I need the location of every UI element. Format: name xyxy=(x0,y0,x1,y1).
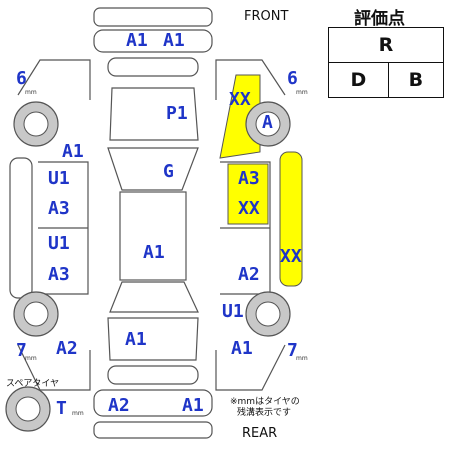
damage-left-front-door-upper: U1 xyxy=(48,168,70,189)
front-left-corner xyxy=(17,59,91,100)
damage-left-front-fender: A1 xyxy=(62,141,84,162)
damage-right-rocker: XX xyxy=(280,246,302,267)
overall-grade: R xyxy=(328,27,444,63)
spare-tire-label: スペアタイヤ xyxy=(6,379,60,389)
tread-unit: mm xyxy=(25,355,37,362)
damage-right-rear-door: A2 xyxy=(238,264,260,285)
damage-left-rear-door-upper: U1 xyxy=(48,233,70,254)
front-bumper-top xyxy=(93,7,213,27)
damage-right-rear-fender-upper: U1 xyxy=(222,301,244,322)
interior-grade: D xyxy=(328,62,389,98)
rear-window-outline xyxy=(109,281,199,313)
tread-rear-right: 7 xyxy=(287,340,298,361)
damage-trunk: A1 xyxy=(125,329,147,350)
tread-front-left: 6 xyxy=(16,68,27,89)
front-right-corner xyxy=(215,59,286,100)
roof-outline xyxy=(119,191,187,281)
damage-windshield-right: XX xyxy=(229,89,251,110)
damage-hood: P1 xyxy=(166,103,188,124)
damage-roof: A1 xyxy=(143,242,165,263)
rear-left-corner xyxy=(17,344,91,391)
front-label: FRONT xyxy=(244,9,289,24)
damage-rear-bumper-right: A1 xyxy=(182,395,204,416)
hood-outline xyxy=(109,87,199,141)
damage-right-front-door-upper: A3 xyxy=(238,168,260,189)
damage-right-front-door-lower: XX xyxy=(238,198,260,219)
tread-unit: mm xyxy=(296,355,308,362)
spare-tire-value: T xyxy=(56,398,67,419)
note-line-1: ※mmはタイヤの xyxy=(230,397,300,407)
front-bumper-face xyxy=(93,29,213,53)
rear-label: REAR xyxy=(242,426,278,441)
damage-left-rear-fender: A2 xyxy=(56,338,78,359)
rear-bumper-bottom xyxy=(93,421,213,439)
tread-unit: mm xyxy=(296,89,308,96)
left-rocker-outline xyxy=(9,157,33,299)
grade-title: 評価点 xyxy=(354,9,405,29)
exterior-grade: B xyxy=(387,62,445,98)
damage-front-bumper-left: A1 xyxy=(126,30,148,51)
damage-right-rear-fender: A1 xyxy=(231,338,253,359)
damage-left-rear-door-lower: A3 xyxy=(48,264,70,285)
right-rocker-highlight xyxy=(279,151,303,287)
grade-table: R D B xyxy=(328,27,445,98)
tread-unit: mm xyxy=(72,410,84,417)
windshield-outline xyxy=(107,147,199,191)
damage-right-front-fender: A xyxy=(262,112,273,133)
damage-rear-bumper-left: A2 xyxy=(108,395,130,416)
note-line-2: 残溝表示です xyxy=(237,408,292,418)
rear-panel xyxy=(107,365,199,385)
front-grille xyxy=(107,57,199,77)
damage-roof-front: G xyxy=(163,161,174,182)
tread-front-right: 6 xyxy=(287,68,298,89)
right-front-door-highlight xyxy=(227,163,269,225)
damage-left-front-door-lower: A3 xyxy=(48,198,70,219)
tread-rear-left: 7 xyxy=(16,340,27,361)
rear-right-corner xyxy=(215,344,286,391)
trunk-outline xyxy=(107,317,199,361)
rear-bumper-face xyxy=(93,389,213,417)
damage-front-bumper-right: A1 xyxy=(163,30,185,51)
tread-unit: mm xyxy=(25,89,37,96)
